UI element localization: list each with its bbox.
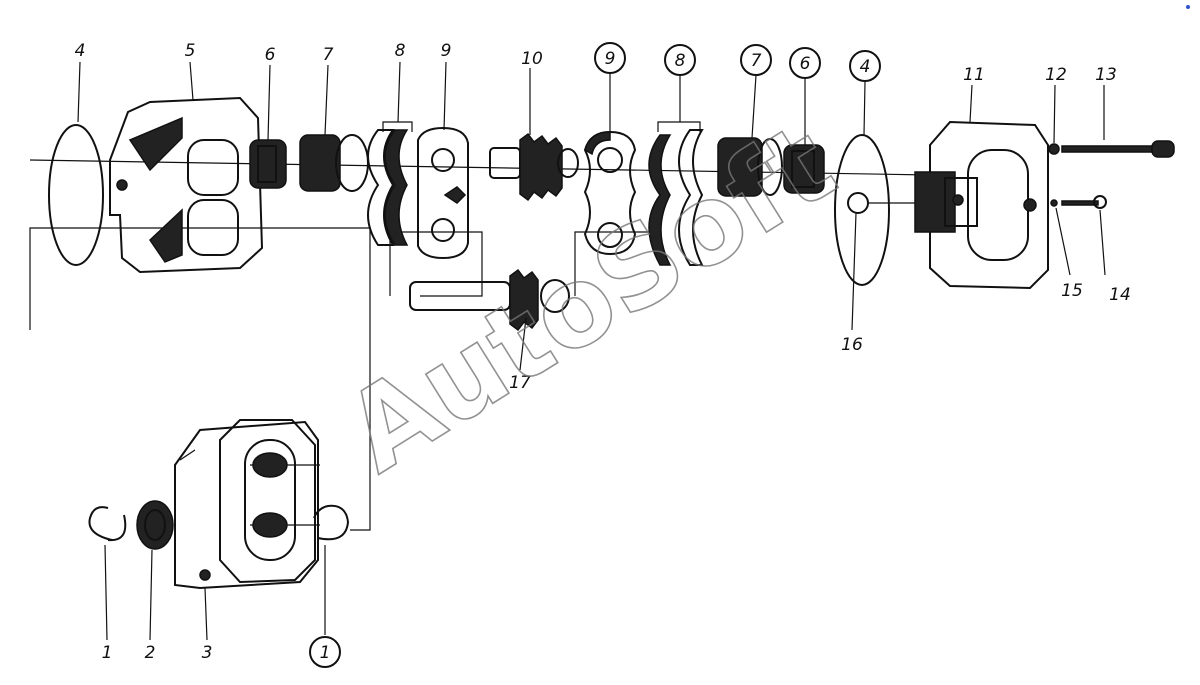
part-13-bolt xyxy=(1061,140,1175,158)
part-7-bushing-left xyxy=(299,134,369,192)
label-12: 12 xyxy=(1045,65,1067,85)
label-4-right: 4 xyxy=(860,57,871,77)
part-4-oring-right xyxy=(834,134,890,286)
label-1-circled: 1 xyxy=(320,643,331,663)
part-labels: 4 5 6 7 8 9 10 9 8 7 6 4 11 12 13 15 14 … xyxy=(75,41,1131,663)
part-9-plate-left xyxy=(417,126,469,260)
label-4-left: 4 xyxy=(75,41,86,61)
part-8-seal-left xyxy=(367,121,413,246)
part-9-plate-right xyxy=(583,130,637,256)
watermark: AutoSoft xyxy=(324,99,856,497)
part-2-oil-seal xyxy=(136,500,174,550)
label-13: 13 xyxy=(1095,65,1117,85)
part-1-ring-left xyxy=(88,506,127,542)
part-16-ring xyxy=(847,192,869,214)
label-8-left: 8 xyxy=(395,41,406,61)
part-15-washer xyxy=(1050,199,1058,207)
label-5: 5 xyxy=(185,41,196,61)
label-14: 14 xyxy=(1109,285,1131,305)
part-14-screw xyxy=(1061,195,1107,209)
leader-lines xyxy=(77,61,1106,641)
label-3: 3 xyxy=(202,643,213,663)
label-6-right: 6 xyxy=(800,54,811,74)
label-15: 15 xyxy=(1061,281,1083,301)
label-9-left: 9 xyxy=(441,41,452,61)
label-11: 11 xyxy=(963,65,985,85)
label-17: 17 xyxy=(509,373,531,393)
label-10: 10 xyxy=(521,49,543,69)
part-4-oring-left xyxy=(48,124,104,266)
label-1-left: 1 xyxy=(102,643,113,663)
circled-label-rings xyxy=(309,42,881,668)
part-3-front-cover xyxy=(174,419,319,590)
label-2: 2 xyxy=(145,643,156,663)
part-11-rear-cover xyxy=(914,120,1049,290)
part-7-bushing-right xyxy=(717,137,783,197)
label-7-right: 7 xyxy=(751,51,762,71)
label-9-right: 9 xyxy=(605,49,616,69)
label-7-left: 7 xyxy=(323,45,334,65)
label-16: 16 xyxy=(841,335,863,355)
part-17-drive-shaft xyxy=(409,268,570,332)
part-8-seal-right xyxy=(648,121,704,266)
part-5-body-housing xyxy=(109,96,264,274)
corner-mark-icon xyxy=(1186,5,1190,9)
part-12-washer xyxy=(1048,143,1060,155)
label-8-right: 8 xyxy=(675,51,686,71)
part-6-bearing-left xyxy=(249,139,287,189)
part-10-driven-gear xyxy=(489,132,579,202)
part-1-ring-right xyxy=(313,504,350,541)
part-6-bearing-right xyxy=(783,144,825,194)
label-6-left: 6 xyxy=(265,45,276,65)
